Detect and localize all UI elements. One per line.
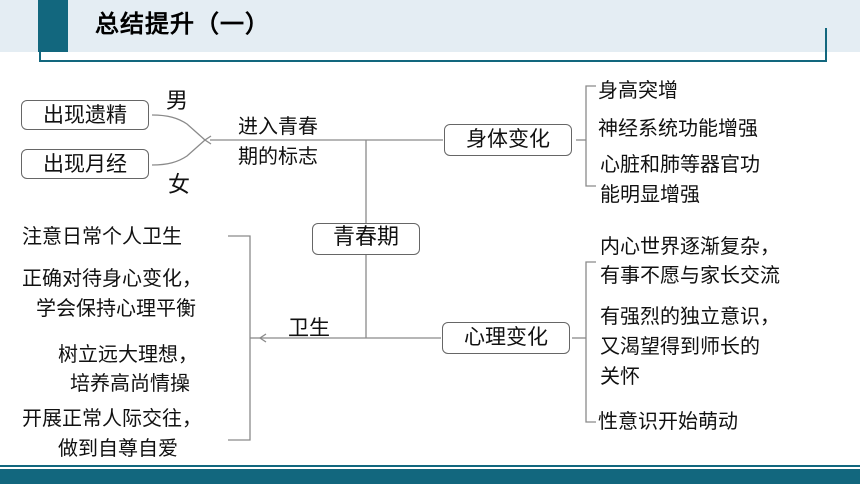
mind-item-2-line2: 又渴望得到师长的 [600,334,760,358]
body-bracket [585,85,596,187]
body-change-node: 身体变化 [444,124,572,156]
hygiene-item-2-line2: 学会保持心理平衡 [36,296,196,320]
signs-arrow [203,135,212,145]
center-node: 青春期 [312,223,420,255]
signs-bracket [151,114,206,166]
hygiene-item-2-line1: 正确对待身心变化， [22,266,202,290]
hygiene-item-4-line2: 做到自尊自爱 [58,436,178,460]
female-sign-box: 出现月经 [21,149,149,179]
mind-bracket [585,261,596,423]
hygiene-bracket [228,235,251,441]
hygiene-item-1: 注意日常个人卫生 [22,224,182,248]
body-item-3-line2: 能明显增强 [600,182,700,206]
body-change-label: 身体变化 [466,127,550,151]
footer-bar [0,469,860,484]
mind-item-2-line3: 关怀 [600,364,640,388]
hygiene-item-3-line1: 树立远大理想， [58,342,198,366]
male-sign-text: 出现遗精 [43,103,127,127]
hygiene-item-4-line1: 开展正常人际交往， [22,406,202,430]
female-label: 女 [168,173,191,198]
hygiene-label: 卫生 [288,316,330,340]
hygiene-item-3-line2: 培养高尚情操 [70,371,190,395]
mind-item-3: 性意识开始萌动 [598,409,738,433]
female-sign-text: 出现月经 [43,152,127,176]
signs-label-line2: 期的标志 [238,144,318,168]
male-sign-box: 出现遗精 [21,100,149,130]
body-item-2: 神经系统功能增强 [598,116,758,140]
center-node-label: 青春期 [332,225,399,250]
male-label: 男 [166,89,189,114]
mind-item-1-line1: 内心世界逐渐复杂， [600,234,780,258]
mind-change-label: 心理变化 [464,325,548,349]
mind-change-node: 心理变化 [442,322,570,354]
signs-label-line1: 进入青春 [238,114,318,138]
mind-item-2-line1: 有强烈的独立意识， [600,304,780,328]
body-item-3-line1: 心脏和肺等器官功 [600,152,760,176]
body-item-1: 身高突增 [598,78,678,102]
mind-item-1-line2: 有事不愿与家长交流 [600,263,780,287]
footer-line [0,465,860,467]
